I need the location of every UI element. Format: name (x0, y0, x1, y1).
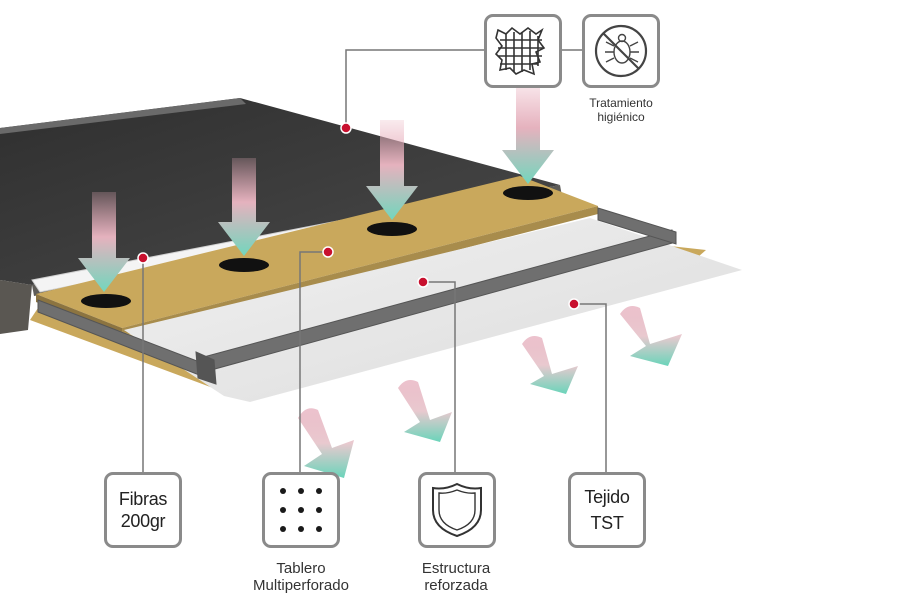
leader-lines (142, 49, 607, 472)
reinforced-structure-caption: Estructura reforzada (400, 560, 512, 594)
perforated-board-box (262, 472, 340, 548)
marker-dot (137, 252, 149, 264)
arrow-down (502, 82, 554, 184)
marker-dot (340, 122, 352, 134)
caption-line: reforzada (424, 577, 488, 594)
marker-dot (417, 276, 429, 288)
shield-icon (432, 482, 482, 538)
perforated-board-caption: Tablero Multiperforado (236, 560, 366, 594)
fiber-mesh-icon (494, 26, 546, 76)
board-hole (503, 186, 553, 200)
caption-line: Estructura (421, 560, 491, 577)
caption-line: Tablero (276, 560, 326, 577)
fibers-200gr-box: Fibras 200gr (104, 472, 182, 548)
arrow-down (366, 120, 418, 220)
caption-line: Multiperforado (253, 577, 349, 594)
fibers-label: Fibras 200gr (118, 488, 168, 532)
board-hole (219, 258, 269, 272)
arrow-down (218, 158, 270, 256)
reinforced-frame (37, 207, 677, 385)
tst-fabric-box: Tejido TST (568, 472, 646, 548)
box-line: 200gr (120, 511, 166, 531)
arrow-out (522, 336, 578, 394)
board-hole (367, 222, 417, 236)
marker-dot (568, 298, 580, 310)
arrow-down (78, 192, 130, 292)
airflow-arrows-out (298, 306, 682, 478)
reinforced-structure-box (418, 472, 496, 548)
board-hole (81, 294, 131, 308)
hygienic-treatment-box (582, 14, 660, 88)
callout-markers (137, 122, 580, 310)
tst-fabric-label: Tejido TST (584, 486, 630, 534)
hygienic-treatment-caption: Tratamiento higiénico (566, 96, 676, 124)
marker-dot (322, 246, 334, 258)
box-line: Tejido (584, 487, 630, 507)
box-line: Fibras (118, 489, 168, 509)
arrow-out (620, 306, 682, 366)
no-mite-icon (594, 24, 648, 78)
caption-line: higiénico (597, 110, 645, 124)
arrow-out (398, 380, 452, 442)
fibers-box (484, 14, 562, 88)
arrow-out (298, 408, 354, 478)
caption-line: Tratamiento (589, 96, 653, 110)
airflow-arrows-down (78, 82, 554, 292)
perforated-board-icon (280, 488, 322, 532)
box-line: TST (590, 513, 624, 533)
